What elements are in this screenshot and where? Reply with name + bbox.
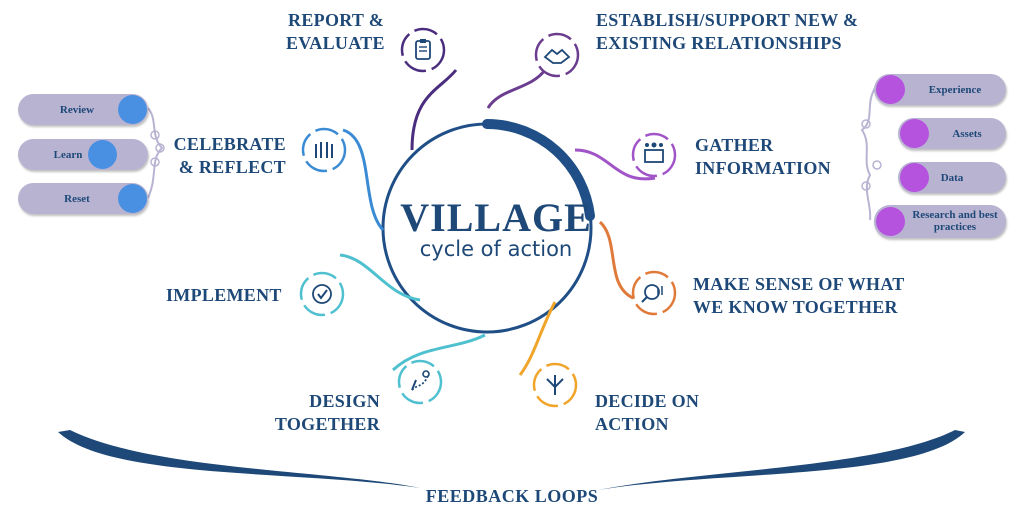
bracket-dot <box>150 157 160 167</box>
stage-text: TOGETHER <box>274 414 380 434</box>
stage-text: & REFLECT <box>178 157 286 177</box>
pill-dot <box>118 95 147 124</box>
stage-text: REPORT & <box>288 10 384 30</box>
bracket-dot <box>872 160 882 170</box>
bracket-dot <box>155 143 165 153</box>
pill-data: Data <box>898 162 1006 193</box>
pill-label: Learn <box>53 149 83 161</box>
feedback-swoosh-right <box>598 430 965 490</box>
stage-text: ESTABLISH/SUPPORT NEW & <box>596 10 859 30</box>
stage-label-celebrate: CELEBRATE & REFLECT <box>171 133 286 179</box>
stage-text: INFORMATION <box>695 158 831 178</box>
make-sense-connector <box>598 220 634 300</box>
pill-dot <box>900 119 929 148</box>
feedback-loops-label: FEEDBACK LOOPS <box>425 486 599 506</box>
information-people-icon <box>631 132 677 178</box>
report-connector <box>410 69 458 151</box>
stage-text: EVALUATE <box>286 33 385 53</box>
pill-experience: Experience <box>874 74 1006 105</box>
pill-dot <box>88 140 117 169</box>
celebrate-pill-bracket <box>147 107 164 199</box>
pen-path-icon <box>397 359 443 405</box>
stage-label-establish: ESTABLISH/SUPPORT NEW & EXISTING RELATIO… <box>596 9 858 55</box>
pill-label: Review <box>59 104 95 116</box>
establish-connector <box>486 69 547 109</box>
cycle-title: VILLAGE <box>400 195 592 240</box>
pill-research: Research and best practices <box>874 205 1006 238</box>
bracket-dot <box>861 119 871 129</box>
pill-dot <box>900 163 929 192</box>
handshake-icon <box>534 32 580 78</box>
gather-connector <box>574 148 656 181</box>
stage-text: IMPLEMENT <box>166 285 282 305</box>
pill-reset: Reset <box>18 183 148 214</box>
stage-label-make-sense: MAKE SENSE OF WHAT WE KNOW TOGETHER <box>693 273 905 319</box>
clipboard-icon <box>400 27 446 73</box>
bracket-dot <box>861 181 871 191</box>
stage-label-design: DESIGN TOGETHER <box>270 390 380 436</box>
stage-text: MAKE SENSE OF WHAT <box>693 274 905 294</box>
implement-connector <box>339 253 421 302</box>
pill-label: Reset <box>64 193 90 205</box>
gather-pill-bracket <box>860 87 876 221</box>
pill-label: Research and best practices <box>912 209 998 233</box>
pill-dot <box>118 184 147 213</box>
stage-label-report: REPORT & EVALUATE <box>286 9 384 55</box>
stage-text: WE KNOW TOGETHER <box>693 297 898 317</box>
feedback-swoosh <box>58 430 420 488</box>
stage-label-decide: DECIDE ON ACTION <box>595 390 699 436</box>
pill-learn: Learn <box>18 139 148 170</box>
branching-arrows-icon <box>532 362 578 408</box>
cycle-subtitle: cycle of action <box>419 237 573 261</box>
stage-text: EXISTING RELATIONSHIPS <box>596 33 842 53</box>
decide-connector <box>518 301 557 376</box>
raised-hands-icon <box>301 127 347 173</box>
stage-label-implement: IMPLEMENT <box>166 284 282 307</box>
stage-text: ACTION <box>595 414 669 434</box>
pill-label: Data <box>940 172 964 184</box>
pill-assets: Assets <box>898 118 1006 149</box>
pill-label: Experience <box>928 84 982 96</box>
bracket-dot <box>150 130 160 140</box>
celebrate-connector <box>342 128 385 232</box>
pill-dot <box>876 75 905 104</box>
checkmark-icon <box>299 271 345 317</box>
stage-text: GATHER <box>695 135 774 155</box>
pill-dot <box>876 207 905 236</box>
stage-label-gather: GATHER INFORMATION <box>695 134 831 180</box>
pill-label: Assets <box>952 128 982 140</box>
magnifier-chart-icon <box>631 270 677 316</box>
pill-review: Review <box>18 94 148 125</box>
stage-text: CELEBRATE <box>173 134 286 154</box>
design-connector <box>391 333 486 372</box>
stage-text: DESIGN <box>309 391 380 411</box>
cycle-progress-arc <box>482 119 595 221</box>
stage-text: DECIDE ON <box>595 391 700 411</box>
